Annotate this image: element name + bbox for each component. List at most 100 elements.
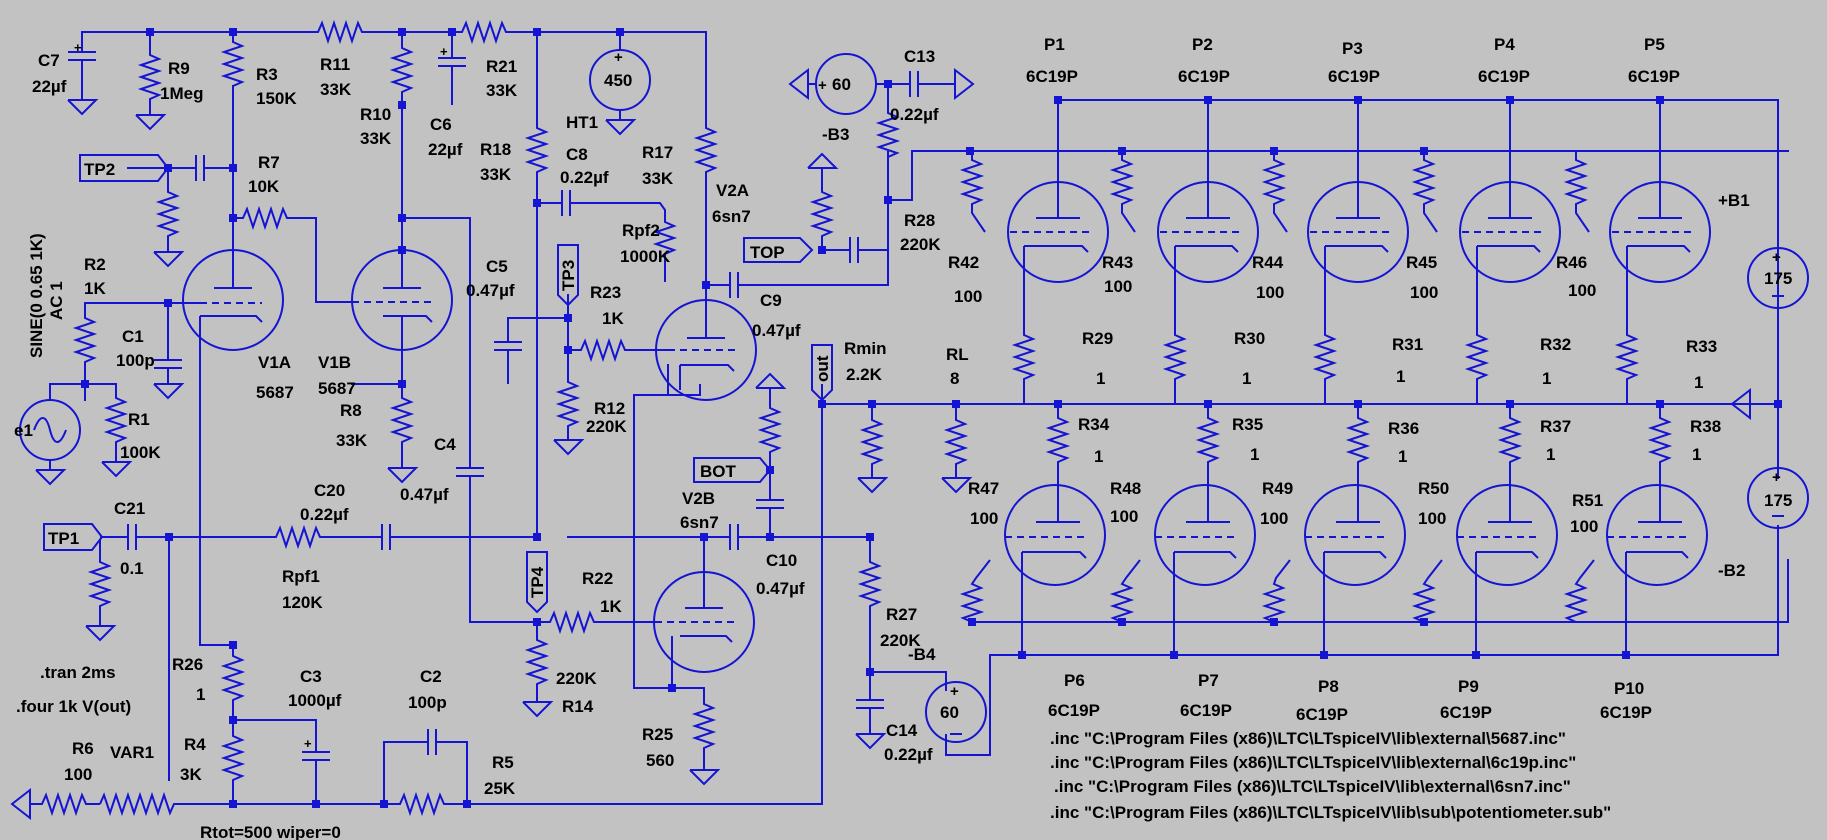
resistor-r17[interactable] — [693, 100, 719, 285]
resistor-r38[interactable] — [1647, 404, 1673, 508]
resistor-r50[interactable] — [1411, 559, 1443, 623]
resistor-r43[interactable] — [1109, 151, 1136, 233]
resistor-r37[interactable] — [1497, 404, 1523, 508]
resistor-r28[interactable] — [875, 84, 901, 200]
capacitor-top[interactable] — [822, 237, 888, 263]
resistor-r2[interactable] — [72, 303, 98, 384]
voltage-source-b3[interactable]: + — [808, 53, 888, 115]
capacitor-c20[interactable] — [370, 524, 537, 550]
capacitor-c4[interactable] — [456, 384, 537, 623]
resistor-r27[interactable] — [857, 537, 883, 672]
voltage-source-b2[interactable]: + — [1747, 467, 1809, 529]
tube-p7[interactable] — [1154, 484, 1256, 640]
resistor-r32[interactable] — [1464, 260, 1490, 404]
resistor-r7-plate[interactable] — [233, 205, 352, 303]
resistor-r8[interactable] — [389, 384, 415, 468]
voltage-source-b4[interactable]: + — [925, 681, 987, 743]
resistor-r48[interactable] — [1109, 559, 1141, 623]
resistor-r26[interactable] — [220, 645, 246, 720]
capacitor-bot[interactable] — [756, 470, 784, 537]
capacitor-c2[interactable] — [383, 729, 468, 804]
resistor-r4[interactable] — [220, 720, 246, 804]
tube-p3[interactable] — [1307, 181, 1409, 283]
resistor-r47[interactable] — [959, 559, 991, 623]
capacitor-c5[interactable] — [494, 318, 522, 384]
resistor-r21[interactable] — [452, 19, 537, 45]
resistor-r12[interactable] — [555, 360, 581, 440]
resistor-r22[interactable] — [537, 609, 655, 635]
tube-p1[interactable] — [1007, 181, 1109, 283]
resistor-r49[interactable] — [1261, 559, 1291, 623]
resistor-r6[interactable] — [30, 791, 100, 817]
tube-p2[interactable] — [1157, 181, 1259, 283]
resistor-r34[interactable] — [1045, 404, 1071, 508]
resistor-rmin[interactable] — [859, 404, 885, 478]
tube-p4[interactable] — [1459, 181, 1561, 283]
flag-top[interactable]: TOP — [743, 237, 814, 263]
tube-p10[interactable] — [1606, 484, 1708, 640]
directive-inc-6c19p[interactable]: .inc "C:\Program Files (x86)\LTC\LTspice… — [1050, 753, 1576, 772]
resistor-rpf2[interactable] — [650, 202, 678, 282]
capacitor-c1[interactable] — [154, 303, 182, 384]
directive-tran[interactable]: .tran 2ms — [40, 663, 116, 682]
resistor-rl[interactable] — [943, 404, 969, 478]
voltage-source-b1[interactable]: + — [1747, 151, 1809, 309]
resistor-r44[interactable] — [1261, 151, 1288, 233]
directive-inc-5687[interactable]: .inc "C:\Program Files (x86)\LTC\LTspice… — [1050, 729, 1566, 748]
ac-source-e1[interactable] — [19, 383, 85, 470]
resistor-r10[interactable] — [389, 32, 415, 105]
resistor-r29[interactable] — [1011, 260, 1037, 404]
capacitor-c21[interactable] — [100, 524, 169, 550]
flag-bot[interactable]: BOT — [693, 457, 772, 483]
tube-v1a[interactable] — [182, 249, 284, 351]
directive-inc-6sn7[interactable]: .inc "C:\Program Files (x86)\LTC\LTspice… — [1054, 777, 1571, 796]
resistor-r30[interactable] — [1162, 260, 1188, 404]
tube-v1b[interactable] — [351, 249, 453, 384]
resistor-r36[interactable] — [1345, 404, 1371, 508]
tube-p9[interactable] — [1456, 484, 1558, 640]
capacitor-c3[interactable]: + — [233, 719, 330, 804]
flag-out[interactable]: out — [811, 344, 833, 402]
capacitor-c13[interactable] — [888, 71, 955, 97]
capacitor-c7[interactable]: + — [68, 32, 96, 100]
resistor-tp2-shunt[interactable] — [155, 168, 181, 252]
resistor-r25[interactable] — [691, 688, 717, 770]
capacitor-tp2[interactable] — [168, 155, 233, 181]
spice-directives[interactable]: .tran 2ms .four 1k V(out) .inc "C:\Progr… — [16, 663, 1611, 822]
flag-tp4[interactable]: TP4 — [526, 551, 548, 614]
resistor-r46[interactable] — [1563, 151, 1590, 233]
resistor-tp-top-shunt[interactable] — [809, 180, 835, 250]
resistor-r1[interactable] — [103, 384, 129, 462]
resistor-bot-upper[interactable] — [757, 390, 783, 470]
resistor-r42[interactable] — [959, 151, 986, 233]
directive-inc-potentiometer[interactable]: .inc "C:\Program Files (x86)\LTC\LTspice… — [1050, 803, 1611, 822]
resistor-r31[interactable] — [1312, 260, 1338, 404]
capacitor-c6[interactable]: + — [438, 32, 466, 105]
resistor-r5[interactable] — [384, 791, 467, 817]
resistor-r18[interactable] — [524, 32, 550, 203]
tube-p5[interactable] — [1609, 181, 1711, 283]
flag-tp1[interactable]: TP1 — [43, 523, 104, 551]
resistor-r14[interactable] — [524, 622, 550, 702]
resistor-r51[interactable] — [1563, 559, 1595, 623]
capacitor-c14[interactable] — [856, 672, 884, 734]
capacitor-c8[interactable] — [537, 190, 650, 216]
resistor-r3[interactable] — [220, 32, 246, 168]
tube-p8[interactable] — [1304, 484, 1406, 640]
directive-four[interactable]: .four 1k V(out) — [16, 697, 131, 716]
resistor-tp1-shunt[interactable] — [87, 540, 113, 626]
resistor-rpf1[interactable] — [169, 524, 370, 550]
flag-tp2[interactable]: TP2 — [79, 154, 170, 182]
tube-v2b[interactable] — [653, 537, 755, 688]
flag-tp3[interactable]: TP3 — [557, 244, 579, 307]
resistor-var1[interactable] — [99, 791, 233, 817]
resistor-r9[interactable] — [137, 32, 163, 115]
resistor-r45[interactable] — [1411, 151, 1438, 233]
resistor-r11[interactable] — [310, 19, 402, 45]
resistor-r33[interactable] — [1614, 260, 1640, 404]
resistor-r35[interactable] — [1195, 404, 1221, 508]
tube-p6[interactable] — [1004, 484, 1106, 640]
capacitor-c10[interactable] — [704, 524, 870, 550]
resistor-r23[interactable] — [568, 337, 654, 363]
